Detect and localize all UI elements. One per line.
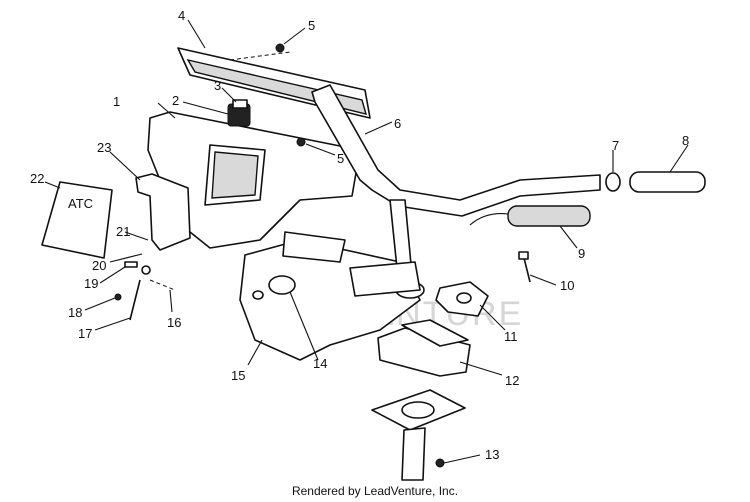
part-18-nut	[114, 293, 122, 301]
part-1-headlight-housing	[147, 111, 361, 249]
callout-leaders	[44, 19, 689, 464]
part-22-decal: ATC	[41, 181, 113, 259]
callout-16: 16	[167, 315, 181, 330]
callout-13: 13	[485, 447, 499, 462]
part-11-clamp-cap	[435, 281, 489, 317]
callout-20: 20	[92, 258, 106, 273]
part-13-nut	[435, 458, 445, 468]
callout-5-mid: 5	[337, 151, 344, 166]
callout-15: 15	[231, 368, 245, 383]
callout-21: 21	[116, 224, 130, 239]
part-9-throttle-grip	[469, 205, 591, 227]
callout-11: 11	[504, 329, 518, 344]
part-16-screw-line	[149, 279, 176, 291]
part-7-grip-end	[605, 172, 621, 192]
part-8-grip	[629, 171, 706, 193]
callout-17: 17	[78, 326, 92, 341]
callout-5-top: 5	[308, 18, 315, 33]
footer-credit: Rendered by LeadVenture, Inc.	[291, 484, 459, 498]
callout-10: 10	[560, 278, 574, 293]
decal-text: ATC	[68, 196, 93, 211]
callout-1: 1	[113, 94, 120, 109]
part-19-pin	[124, 261, 138, 268]
callout-23: 23	[97, 140, 111, 155]
part-12-clamp-base	[377, 319, 471, 377]
callout-2: 2	[172, 93, 179, 108]
part-10-bolt	[518, 251, 531, 283]
part-14-grommet	[252, 275, 296, 300]
callout-19: 19	[84, 276, 98, 291]
part-23-bracket	[135, 173, 191, 251]
callout-14: 14	[313, 356, 327, 371]
part-20-clip	[141, 265, 151, 275]
callout-4: 4	[178, 8, 185, 23]
callout-3: 3	[214, 78, 221, 93]
callout-18: 18	[68, 305, 82, 320]
callout-9: 9	[578, 246, 585, 261]
part-5-screw-mid	[296, 137, 306, 147]
part-2-switch	[227, 99, 251, 127]
callout-22: 22	[30, 171, 44, 186]
part-6-handlebar	[311, 84, 601, 299]
callout-8: 8	[682, 133, 689, 148]
callout-12: 12	[505, 373, 519, 388]
part-17-cable	[129, 279, 141, 321]
steering-plate	[371, 389, 466, 481]
callout-6: 6	[394, 116, 401, 131]
part-5-screw-top	[275, 43, 285, 53]
callout-7: 7	[612, 138, 619, 153]
